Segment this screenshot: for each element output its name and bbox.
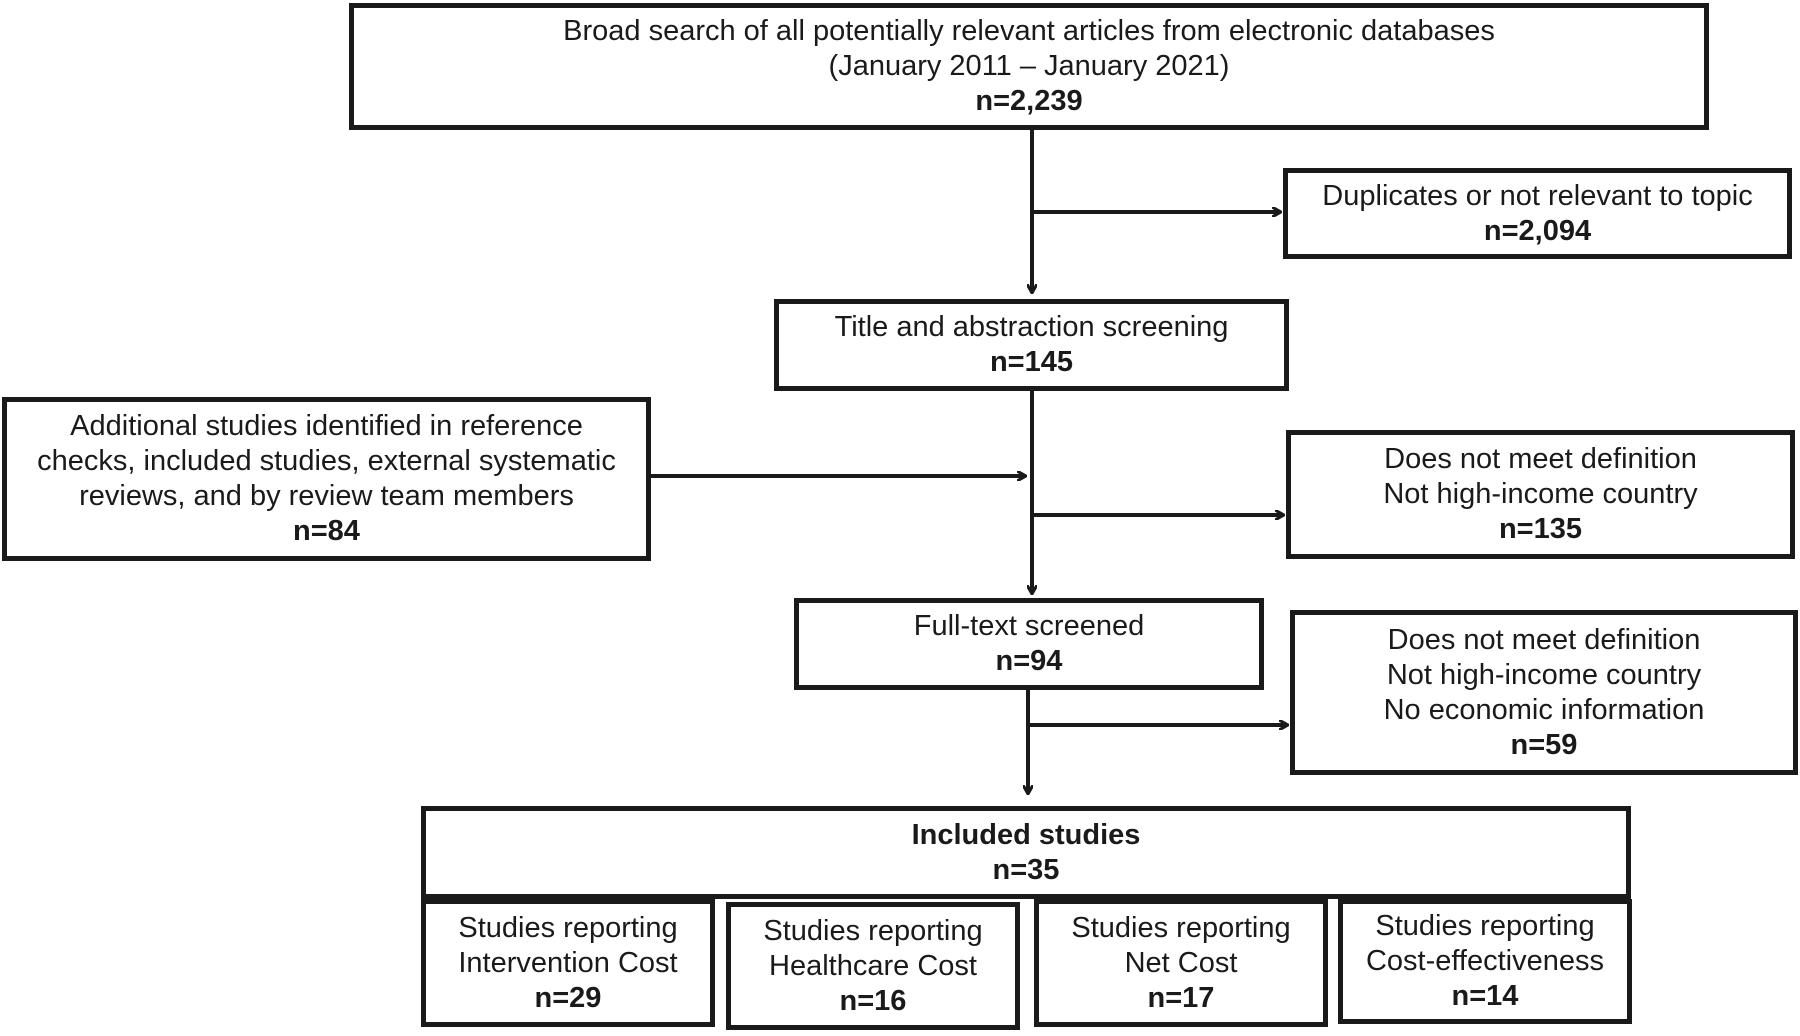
exclusion-1-count: n=135: [1498, 513, 1583, 545]
healthcare-cost-line-1: Studies reporting: [763, 914, 983, 947]
exclusion-1-line-1: Does not meet definition: [1384, 443, 1697, 475]
net-cost-count: n=17: [1147, 981, 1215, 1014]
net-cost-line-2: Net Cost: [1124, 946, 1238, 979]
additional-line-2: checks, included studies, external syste…: [37, 445, 616, 477]
included-count: n=35: [992, 853, 1060, 886]
included-title: Included studies: [911, 818, 1141, 851]
duplicates-box: Duplicates or not relevant to topic n=2,…: [1283, 168, 1792, 259]
intervention-cost-line-2: Intervention Cost: [458, 946, 678, 979]
included-studies-box: Included studies n=35: [421, 806, 1631, 899]
exclusion-2-count: n=59: [1510, 728, 1578, 761]
exclusion-2-line-1: Does not meet definition: [1387, 623, 1701, 656]
intervention-cost-box: Studies reporting Intervention Cost n=29: [421, 899, 715, 1027]
intervention-cost-line-1: Studies reporting: [458, 911, 678, 944]
cost-effectiveness-line-2: Cost-effectiveness: [1365, 945, 1605, 977]
duplicates-line-1: Duplicates or not relevant to topic: [1322, 179, 1753, 212]
additional-line-3: reviews, and by review team members: [79, 480, 574, 512]
title-screening-line-1: Title and abstraction screening: [834, 311, 1229, 343]
exclusion-2-line-3: No economic information: [1383, 693, 1705, 726]
net-cost-box: Studies reporting Net Cost n=17: [1034, 899, 1328, 1027]
additional-studies-box: Additional studies identified in referen…: [2, 397, 651, 561]
fulltext-box: Full-text screened n=94: [794, 598, 1264, 690]
search-box: Broad search of all potentially relevant…: [349, 3, 1709, 130]
cost-effectiveness-count: n=14: [1451, 980, 1519, 1012]
exclusion-2-box: Does not meet definition Not high-income…: [1290, 610, 1798, 775]
additional-line-1: Additional studies identified in referen…: [70, 410, 583, 442]
search-count: n=2,239: [975, 85, 1083, 117]
healthcare-cost-count: n=16: [839, 984, 907, 1017]
cost-effectiveness-box: Studies reporting Cost-effectiveness n=1…: [1338, 899, 1632, 1024]
exclusion-2-line-2: Not high-income country: [1386, 658, 1702, 691]
cost-effectiveness-line-1: Studies reporting: [1375, 910, 1595, 942]
search-line-1: Broad search of all potentially relevant…: [563, 15, 1495, 47]
exclusion-1-line-2: Not high-income country: [1383, 478, 1698, 510]
search-line-2: (January 2011 – January 2021): [828, 50, 1230, 82]
exclusion-1-box: Does not meet definition Not high-income…: [1286, 430, 1795, 559]
title-screening-count: n=145: [989, 346, 1074, 378]
intervention-cost-count: n=29: [534, 981, 602, 1014]
fulltext-count: n=94: [995, 645, 1063, 677]
title-screening-box: Title and abstraction screening n=145: [774, 299, 1289, 391]
additional-count: n=84: [293, 515, 360, 547]
duplicates-count: n=2,094: [1483, 214, 1592, 247]
net-cost-line-1: Studies reporting: [1071, 911, 1291, 944]
fulltext-line-1: Full-text screened: [913, 610, 1145, 642]
healthcare-cost-line-2: Healthcare Cost: [769, 949, 977, 982]
healthcare-cost-box: Studies reporting Healthcare Cost n=16: [726, 902, 1020, 1030]
